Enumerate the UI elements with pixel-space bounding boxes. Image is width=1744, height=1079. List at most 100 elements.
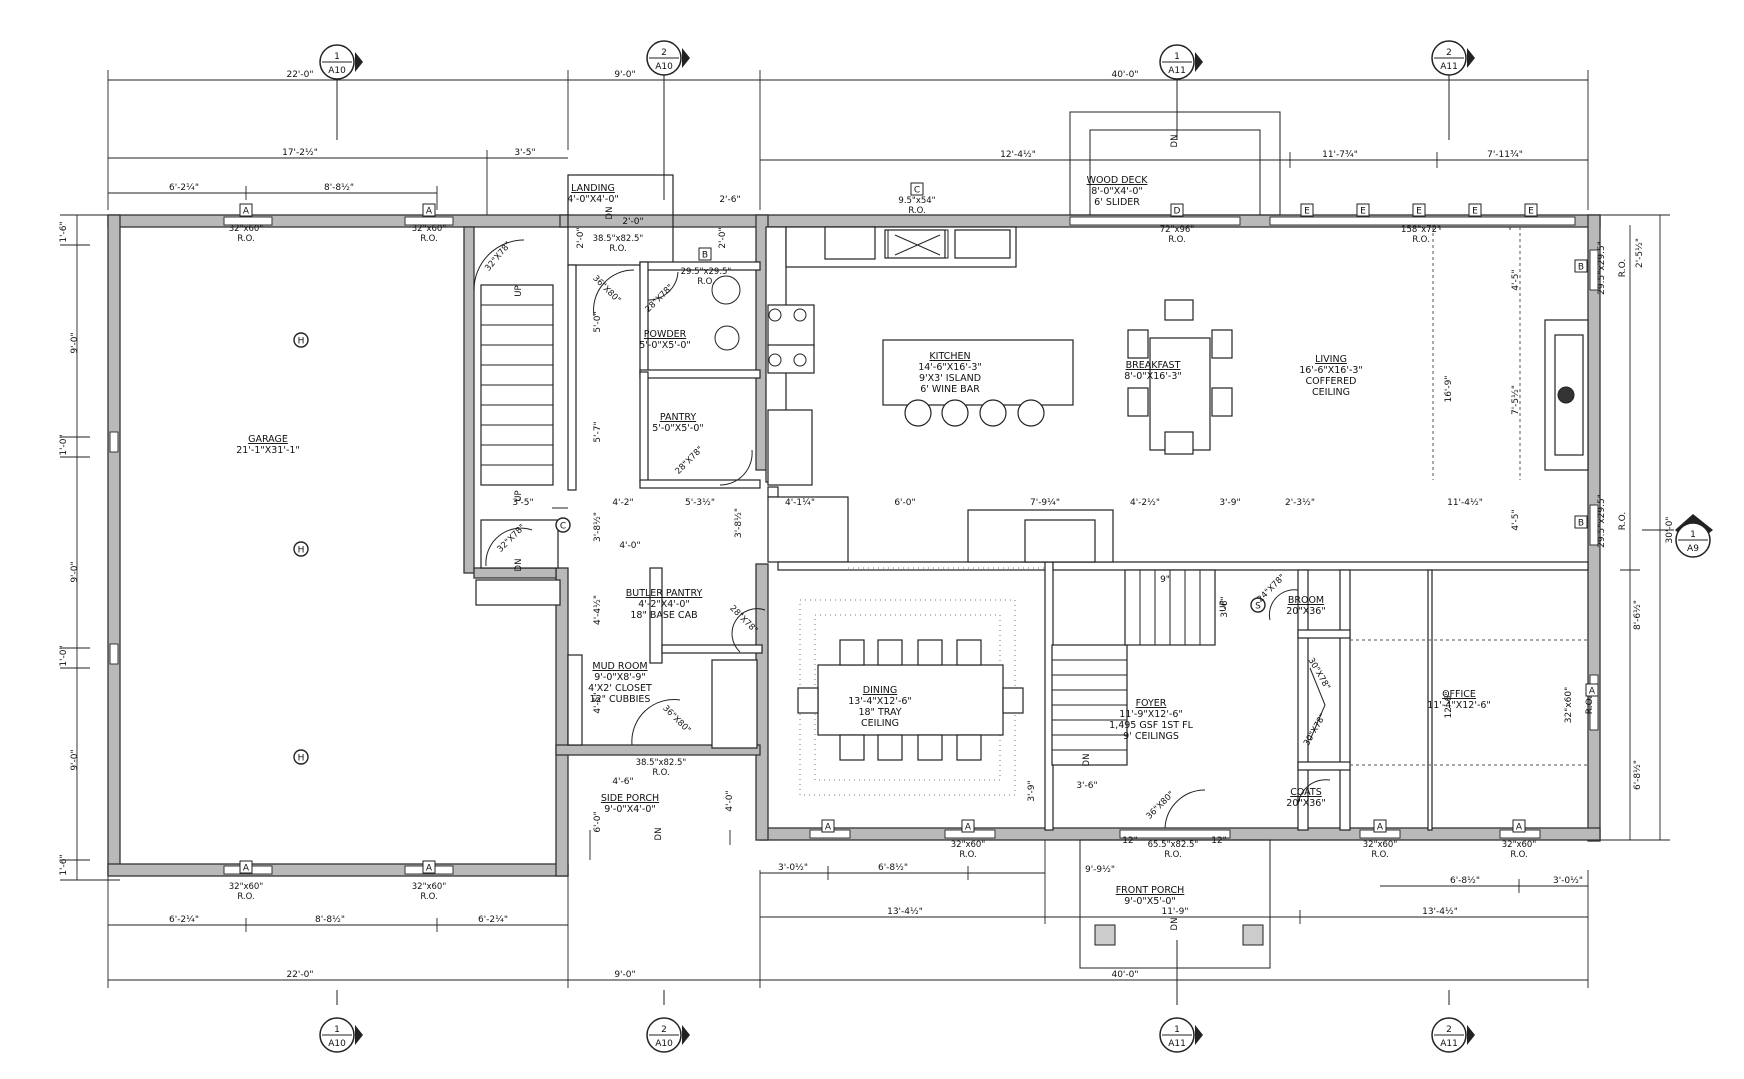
window-tag: A (1512, 819, 1526, 833)
grid-bubble-sheet: A10 (655, 1039, 673, 1049)
grid-bubble-number: 1 (1174, 1025, 1180, 1035)
dimension-label: 3'-9" (1219, 498, 1240, 508)
room-name: FOYER (1136, 698, 1167, 709)
vertical-dimension-label: 32"x60" (1564, 687, 1574, 724)
opening-ro-text: R.O. (697, 277, 714, 287)
interior (120, 230, 1588, 862)
room-detail: 20"X36" (1286, 606, 1325, 617)
dimension-label: 22'-0" (286, 970, 313, 980)
room-detail: 9'X3' ISLAND (919, 373, 981, 384)
dimension-label: 3'-0½" (1553, 876, 1583, 886)
window-tag-letter: B (1578, 263, 1584, 273)
room-name: GARAGE (248, 434, 288, 445)
dimension-labels: 22'-0"9'-0"40'-0"17'-2½"3'-5"6'-2¼"8'-8½… (169, 70, 1583, 980)
window-tag: E (1468, 203, 1482, 217)
vertical-dimension-label: 1'-0" (59, 645, 69, 666)
window-tag-letter: A (243, 864, 250, 874)
window-tag: E (1412, 203, 1426, 217)
room-detail: 16'-6"X16'-3" (1299, 365, 1363, 376)
dimension-label: 8'-8½" (315, 915, 345, 925)
opening-size-text: 29.5"x29.5" (681, 267, 732, 277)
window-tag: A (422, 860, 436, 874)
window-tag-letter: A (1377, 823, 1384, 833)
room-name: BREAKFAST (1126, 360, 1181, 371)
vertical-dimension-label: 4'-5" (593, 692, 603, 713)
window-tag-letter: A (1516, 823, 1523, 833)
room-name: LIVING (1315, 354, 1347, 365)
dimension-label: 6'-2¼" (169, 183, 199, 193)
dimension-label: 17'-2½" (282, 148, 318, 158)
equipment-tag: C (555, 517, 571, 533)
window-tag-letter: E (1360, 207, 1366, 217)
window-tag-letter: B (1578, 519, 1584, 529)
dimension-label: 22'-0" (286, 70, 313, 80)
grid-bubble-number: 2 (661, 48, 667, 58)
room-name: LANDING (571, 183, 615, 194)
opening-size-text: 9.5"x54" (898, 196, 935, 206)
grid-bubble-number: 2 (1446, 1025, 1452, 1035)
window-tag-letter: E (1304, 207, 1310, 217)
opening-ro-text: R.O. (1412, 235, 1429, 245)
stair-direction-note: DN (1082, 754, 1092, 767)
ceiling-lines (799, 227, 1588, 796)
window-tag-letter: E (1416, 207, 1422, 217)
dimension-label: 3'-5" (512, 498, 533, 508)
stair-direction-note: UP (514, 490, 524, 501)
room-detail: 4'-2"X4'-0" (638, 599, 690, 610)
dimension-label: 5'-3½" (685, 498, 715, 508)
dimension-label: 9'-0" (614, 70, 635, 80)
dimension-label: 6'-2¼" (169, 915, 199, 925)
dimension-label: 4'-6" (612, 777, 633, 787)
equipment-tag: H (293, 749, 309, 765)
grid-bubble: 1A9 (1675, 514, 1713, 558)
opening-ro-text: R.O. (237, 234, 254, 244)
vertical-dimension-label: 3'-6" (1220, 596, 1230, 617)
equipment-tag-letter: C (560, 522, 566, 532)
room-detail: 9'-0"X4'-0" (604, 804, 656, 815)
room-detail: 9'-0"X8'-9" (594, 672, 646, 683)
vertical-dimension-label: 1'-6" (59, 221, 69, 242)
window-tag: A (961, 819, 975, 833)
opening-size: 32"x60"R.O. (1363, 840, 1398, 860)
opening-labels: 32"x60"R.O.32"x60"R.O.38.5"x82.5"R.O.29.… (229, 196, 1537, 902)
dimension-label: 6'-2¼" (478, 915, 508, 925)
dimension-label: 9" (1160, 575, 1170, 585)
dimension-label: 9'-9½" (1085, 865, 1115, 875)
vertical-dimension-label: 1'-6" (59, 854, 69, 875)
vertical-dimension-label: R.O. (1618, 512, 1628, 530)
room-detail: 14'-6"X16'-3" (918, 362, 982, 373)
grid-bubble-sheet: A10 (655, 62, 673, 72)
grid-bubble-sheet: A10 (328, 66, 346, 76)
dimension-label: 11'-7¾" (1322, 150, 1358, 160)
grid-bubble-sheet: A11 (1440, 62, 1458, 72)
opening-size-text: 32"x60" (229, 882, 264, 892)
window-tag-letter: A (1589, 687, 1596, 697)
window-tag: A (422, 203, 436, 217)
window-tag-letter: A (243, 207, 250, 217)
vertical-dimension-label: 5'-7" (593, 421, 603, 442)
dimension-label: 4'-0" (619, 541, 640, 551)
room-detail: 5'-0"X5'-0" (652, 423, 704, 434)
room-detail: COFFERED (1306, 376, 1357, 387)
dimension-label: 9'-0" (614, 970, 635, 980)
opening-size-text: 32"x60" (229, 224, 264, 234)
vertical-dimension-label: 29.5"x29.5" (1597, 494, 1607, 548)
opening-size-text: 38.5"x82.5" (593, 234, 644, 244)
window-tag-letter: D (1174, 207, 1181, 217)
dimension-label: 13'-4½" (1422, 907, 1458, 917)
room-detail: 21'-1"X31'-1" (236, 445, 300, 456)
room-detail: 8'-0"X4'-0" (1091, 186, 1143, 197)
room-detail: 20"X36" (1286, 798, 1325, 809)
opening-size: 38.5"x82.5"R.O. (593, 234, 644, 254)
window-tag-letter: A (965, 823, 972, 833)
room-detail: 1,495 GSF 1ST FL (1109, 720, 1193, 731)
window-tag: B (1574, 259, 1588, 273)
